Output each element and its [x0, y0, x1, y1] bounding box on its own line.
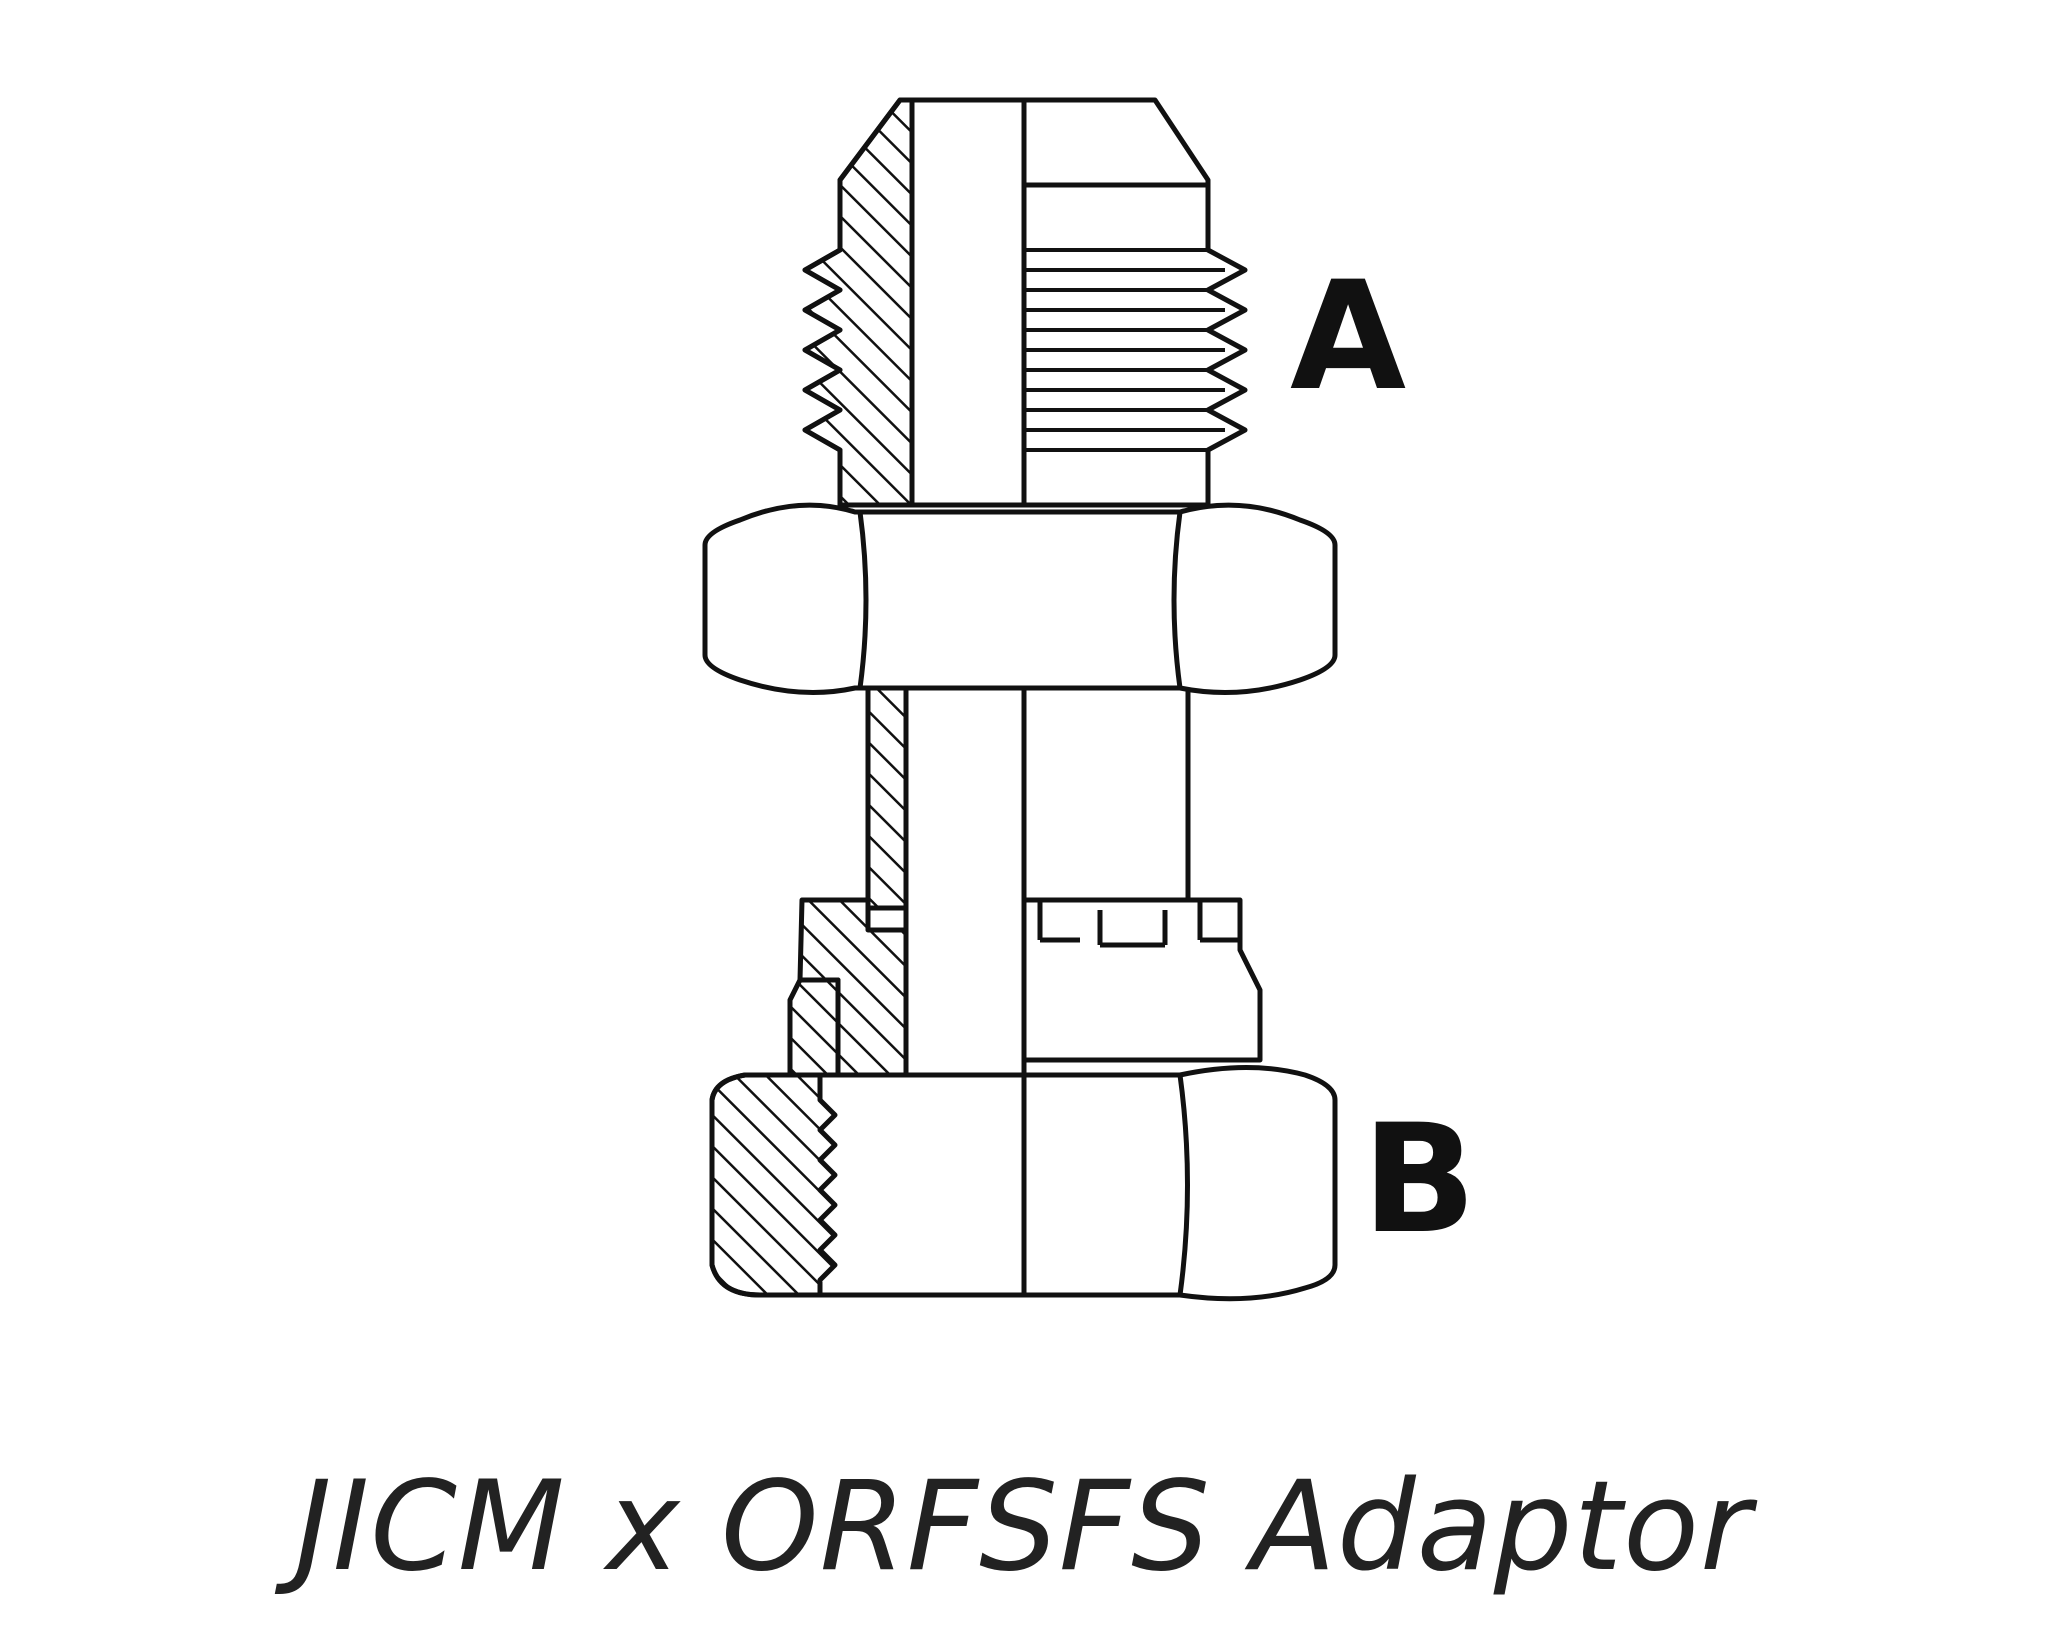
swivel-collar — [787, 897, 1263, 1078]
thread-lines-upper — [1024, 248, 1225, 452]
jic-male-end — [802, 97, 1248, 508]
orfs-swivel-nut — [709, 1065, 1338, 1302]
port-label-a: A — [1290, 250, 1407, 424]
hatched-wall-lower — [709, 1072, 838, 1298]
diagram-caption: JICM x ORFSFS Adaptor — [295, 1455, 1752, 1599]
hatched-wall-upper — [802, 97, 915, 508]
stem-body — [865, 685, 1191, 1075]
locknut-hex — [702, 502, 1338, 695]
port-label-b: B — [1362, 1093, 1477, 1267]
